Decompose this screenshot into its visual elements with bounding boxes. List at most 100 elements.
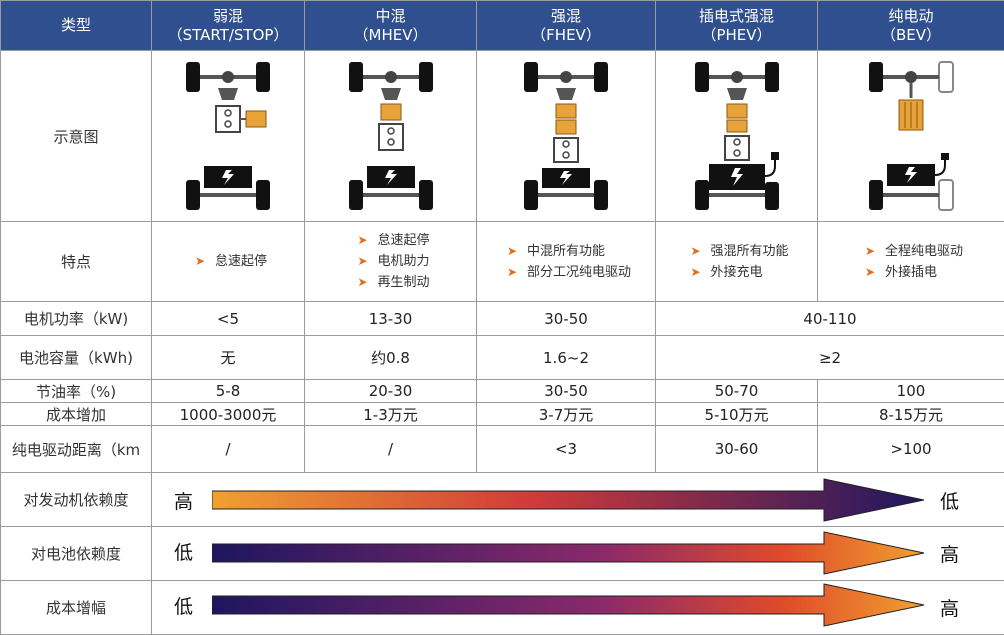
- fuel-saving-label: 节油率（%): [1, 380, 152, 403]
- arrow-end-label: 低: [940, 487, 959, 514]
- table-cell: 1-3万元: [305, 403, 477, 426]
- header-col-bev: 纯电动（BEV）: [818, 1, 1004, 51]
- header-col-name: 强混: [477, 7, 655, 26]
- list-item: ➤怠速起停: [357, 230, 429, 251]
- features-fhev: ➤ 中混所有功能 ➤部分工况纯电驱动: [477, 222, 656, 302]
- table-cell: /: [152, 426, 305, 473]
- arrow-start-label: 低: [174, 538, 193, 565]
- cost-increase-label: 成本增幅: [1, 581, 152, 635]
- table-cell: 30-60: [656, 426, 818, 473]
- list-item: ➤ 强混所有功能: [690, 241, 788, 262]
- features-phev: ➤ 强混所有功能 ➤ 外接充电: [656, 222, 818, 302]
- ev-range-row: 纯电驱动距离（km / / <3 30-60 >100: [1, 426, 1004, 473]
- table-cell: 30-50: [477, 380, 656, 403]
- gradient-arrow-icon: [212, 475, 972, 525]
- arrow-bullet-icon: ➤: [507, 265, 517, 279]
- table-cell: 13-30: [305, 302, 477, 336]
- feature-list: ➤ 全程纯电驱动 ➤ 外接插电: [859, 241, 963, 283]
- arrow-bullet-icon: ➤: [357, 275, 367, 289]
- diagram-start-stop: [152, 51, 305, 222]
- features-mhev: ➤怠速起停 ➤ 电机助力 ➤ 再生制动: [305, 222, 477, 302]
- list-item: ➤部分工况纯电驱动: [507, 262, 631, 283]
- arrow-bullet-icon: ➤: [865, 244, 875, 258]
- arrow-bullet-icon: ➤: [357, 254, 367, 268]
- table-cell: 50-70: [656, 380, 818, 403]
- table-cell: 30-50: [477, 302, 656, 336]
- engine-dependency-arrow: 高 低: [160, 475, 1000, 525]
- header-col-fhev: 强混（FHEV）: [477, 1, 656, 51]
- motor-power-row: 电机功率（kW) <5 13-30 30-50 40-110: [1, 302, 1004, 336]
- battery-dependency-label: 对电池依赖度: [1, 527, 152, 581]
- drivetrain-phev-icon: [677, 56, 797, 216]
- feature-text: 中混所有功能: [527, 244, 605, 259]
- features-row: 特点 ➤怠速起停 ➤怠速起停 ➤电机助力 ➤再生制动 ➤中混所有功能 ➤部分工况…: [1, 222, 1004, 302]
- arrow-bullet-icon: ➤: [357, 233, 367, 247]
- arrow-bullet-icon: ➤: [690, 244, 700, 258]
- ev-range-label: 纯电驱动距离（km: [1, 426, 152, 473]
- gradient-arrow-icon: [212, 580, 972, 630]
- feature-list: ➤ 强混所有功能 ➤ 外接充电: [684, 241, 788, 283]
- list-item: ➤ 全程纯电驱动: [865, 241, 963, 262]
- header-col-code: （MHEV）: [305, 26, 476, 45]
- arrow-bullet-icon: ➤: [507, 244, 517, 258]
- gradient-arrow-icon: [212, 528, 972, 578]
- diagram-phev: [656, 51, 818, 222]
- cost-row: 成本增加 1000-3000元 1-3万元 3-7万元 5-10万元 8-15万…: [1, 403, 1004, 426]
- table-cell: ≥2: [656, 336, 1004, 380]
- engine-dependency-label: 对发动机依赖度: [1, 473, 152, 527]
- header-col-phev: 插电式强混（PHEV）: [656, 1, 818, 51]
- header-col-code: （START/STOP）: [152, 26, 304, 45]
- list-item: ➤ 电机助力: [357, 251, 429, 272]
- table-cell: 8-15万元: [818, 403, 1004, 426]
- list-item: ➤ 外接插电: [865, 262, 963, 283]
- feature-text: 强混所有功能: [711, 244, 789, 259]
- table-cell: 约0.8: [305, 336, 477, 380]
- arrow-end-label: 高: [940, 594, 959, 621]
- drivetrain-fhev-icon: [506, 56, 626, 216]
- feature-list: ➤怠速起停 ➤ 电机助力 ➤ 再生制动: [351, 230, 429, 293]
- table-cell: 5-10万元: [656, 403, 818, 426]
- table-cell: /: [305, 426, 477, 473]
- feature-text: 再生制动: [378, 275, 430, 290]
- list-item: ➤ 怠速起停: [195, 251, 267, 272]
- table-cell: 100: [818, 380, 1004, 403]
- table-cell: 5-8: [152, 380, 305, 403]
- feature-text: 电机助力: [378, 254, 430, 269]
- table-cell: 40-110: [656, 302, 1004, 336]
- cost-increase-arrow: 低 高: [160, 580, 1000, 630]
- feature-text: 外接插电: [885, 265, 937, 280]
- feature-list: ➤ 怠速起停: [189, 251, 267, 272]
- table-cell: 1000-3000元: [152, 403, 305, 426]
- table-cell: <3: [477, 426, 656, 473]
- header-col-code: （PHEV）: [656, 26, 817, 45]
- diagram-row: 示意图: [1, 51, 1004, 222]
- drivetrain-bev-icon: [851, 56, 971, 216]
- list-item: ➤ 中混所有功能: [507, 241, 631, 262]
- header-col-mhev: 中混（MHEV）: [305, 1, 477, 51]
- table-cell: 3-7万元: [477, 403, 656, 426]
- cost-label: 成本增加: [1, 403, 152, 426]
- arrow-start-label: 低: [174, 592, 193, 619]
- arrow-bullet-icon: ➤: [865, 265, 875, 279]
- list-item: ➤ 外接充电: [690, 262, 788, 283]
- motor-power-label: 电机功率（kW): [1, 302, 152, 336]
- arrow-bullet-icon: ➤: [690, 265, 700, 279]
- header-col-name: 纯电动: [818, 7, 1004, 26]
- features-bev: ➤ 全程纯电驱动 ➤ 外接插电: [818, 222, 1004, 302]
- header-row: 类型 弱混（START/STOP） 中混（MHEV） 强混（FHEV） 插电式强…: [1, 1, 1004, 51]
- battery-dependency-arrow: 低 高: [160, 528, 1000, 578]
- diagram-label: 示意图: [1, 51, 152, 222]
- fuel-saving-row: 节油率（%) 5-8 20-30 30-50 50-70 100: [1, 380, 1004, 403]
- feature-text: 全程纯电驱动: [885, 244, 963, 259]
- feature-text: 外接充电: [711, 265, 763, 280]
- drivetrain-start-stop-icon: [168, 56, 288, 216]
- header-col-name: 插电式强混: [656, 7, 817, 26]
- header-col-code: （BEV）: [818, 26, 1004, 45]
- arrow-bullet-icon: ➤: [195, 254, 205, 268]
- features-start-stop: ➤ 怠速起停: [152, 222, 305, 302]
- table-cell: >100: [818, 426, 1004, 473]
- feature-text: 怠速起停: [215, 254, 267, 269]
- arrow-end-label: 高: [940, 540, 959, 567]
- table-cell: 1.6~2: [477, 336, 656, 380]
